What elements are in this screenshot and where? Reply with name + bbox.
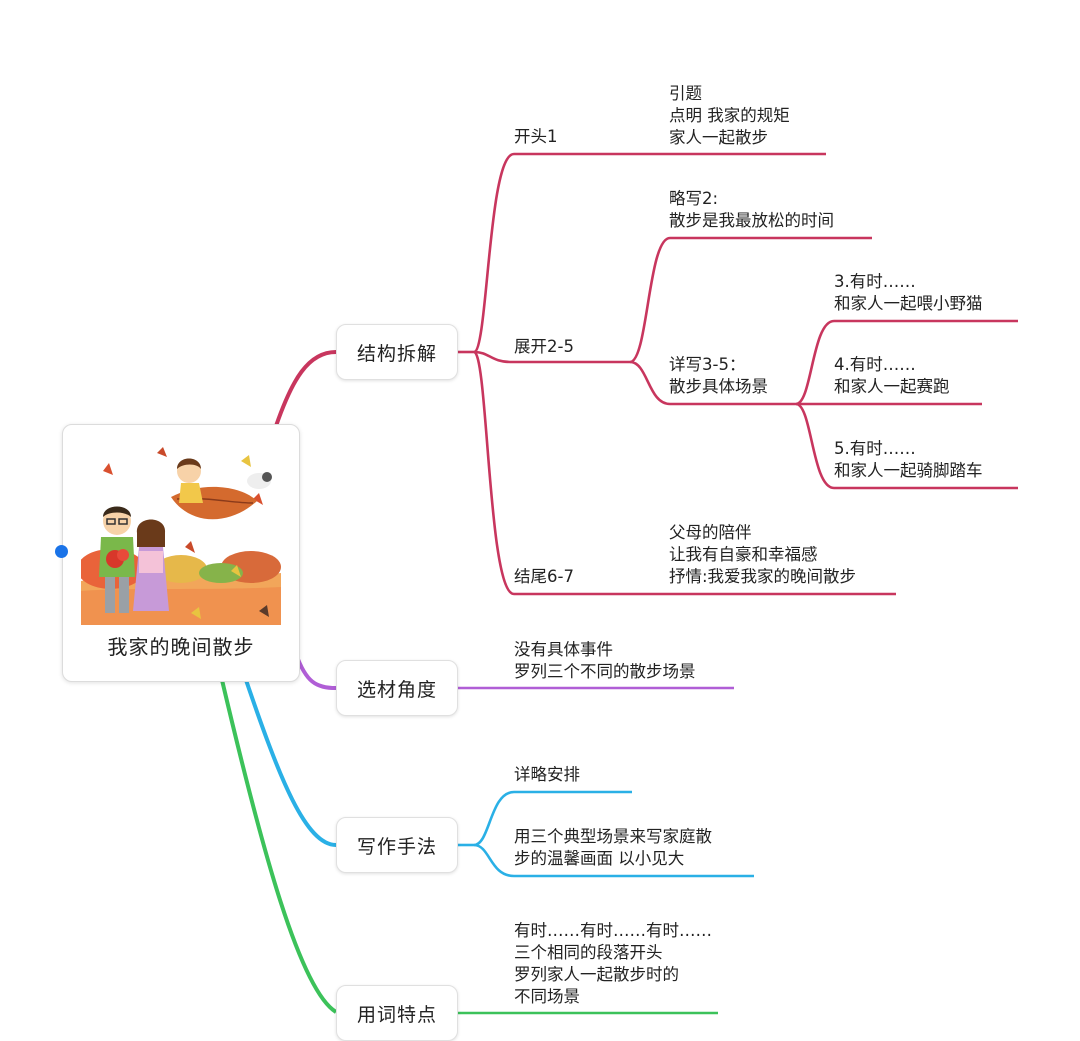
text-line: 父母的陪伴 xyxy=(669,523,752,542)
branch-technique-label: 写作手法 xyxy=(356,835,437,858)
text-line: 用三个典型场景来写家庭散 xyxy=(514,827,712,846)
connector-root-material xyxy=(294,653,337,690)
node-brief[interactable]: 略写2: 散步是我最放松的时间 xyxy=(669,188,834,232)
branch-wording[interactable]: 用词特点 xyxy=(336,985,458,1041)
branch-material-label: 选材角度 xyxy=(356,678,437,701)
text-line: 罗列家人一起散步时的 xyxy=(514,965,679,984)
node-body[interactable]: 展开2-5 xyxy=(514,336,574,358)
connector-lines xyxy=(220,152,1018,1015)
text-line: 3.有时…… xyxy=(834,272,916,291)
node-wording-detail[interactable]: 有时……有时……有时…… 三个相同的段落开头 罗列家人一起散步时的 不同场景 xyxy=(514,920,712,1008)
node-opening-detail[interactable]: 引题 点明 我家的规矩 家人一起散步 xyxy=(669,83,790,149)
node-opening[interactable]: 开头1 xyxy=(514,126,558,148)
node-scene-4[interactable]: 4.有时…… 和家人一起赛跑 xyxy=(834,354,950,398)
text-line: 让我有自豪和幸福感 xyxy=(669,545,818,564)
node-scene-3[interactable]: 3.有时…… 和家人一起喂小野猫 xyxy=(834,271,983,315)
node-ending[interactable]: 结尾6-7 xyxy=(514,566,574,588)
node-opening-label: 开头1 xyxy=(514,127,558,146)
branch-structure-label: 结构拆解 xyxy=(356,342,437,365)
text-line: 和家人一起喂小野猫 xyxy=(834,294,983,313)
node-ending-detail[interactable]: 父母的陪伴 让我有自豪和幸福感 抒情:我爱我家的晚间散步 xyxy=(669,522,856,588)
text-line: 散步具体场景 xyxy=(669,377,768,396)
family-illustration xyxy=(81,441,281,625)
root-title: 我家的晚间散步 xyxy=(107,635,255,659)
branch-technique[interactable]: 写作手法 xyxy=(336,817,458,873)
node-technique-1[interactable]: 详略安排 xyxy=(514,764,580,786)
text-line: 散步是我最放松的时间 xyxy=(669,211,834,230)
text-line: 略写2: xyxy=(669,189,719,208)
structure-connectors xyxy=(458,152,1018,596)
text-line: 抒情:我爱我家的晚间散步 xyxy=(669,567,857,586)
node-scene-5[interactable]: 5.有时…… 和家人一起骑脚踏车 xyxy=(834,438,983,482)
text-line: 5.有时…… xyxy=(834,439,916,458)
text-line: 有时……有时……有时…… xyxy=(514,921,712,940)
node-ending-label: 结尾6-7 xyxy=(514,567,574,586)
text-line: 和家人一起赛跑 xyxy=(834,377,950,396)
branch-structure[interactable]: 结构拆解 xyxy=(336,324,458,380)
collapse-handle[interactable] xyxy=(55,545,68,558)
node-technique-2[interactable]: 用三个典型场景来写家庭散 步的温馨画面 以小见大 xyxy=(514,826,712,870)
connector-root-wording xyxy=(220,679,338,1014)
text-line: 三个相同的段落开头 xyxy=(514,943,663,962)
node-detailed[interactable]: 详写3-5： 散步具体场景 xyxy=(669,354,768,398)
text-line: 引题 xyxy=(669,84,702,103)
branch-material[interactable]: 选材角度 xyxy=(336,660,458,716)
root-node[interactable]: 我家的晚间散步 xyxy=(62,424,300,682)
technique-connectors xyxy=(458,790,754,878)
text-line: 详略安排 xyxy=(514,765,580,784)
node-material-detail[interactable]: 没有具体事件 罗列三个不同的散步场景 xyxy=(514,639,696,683)
branch-wording-label: 用词特点 xyxy=(356,1003,437,1026)
text-line: 和家人一起骑脚踏车 xyxy=(834,461,983,480)
text-line: 详写3-5： xyxy=(669,355,746,374)
text-line: 步的温馨画面 以小见大 xyxy=(514,849,685,868)
text-line: 4.有时…… xyxy=(834,355,916,374)
text-line: 家人一起散步 xyxy=(669,128,768,147)
node-body-label: 展开2-5 xyxy=(514,337,574,356)
connector-root-technique xyxy=(244,679,337,847)
connector-root-structure xyxy=(274,350,337,427)
text-line: 不同场景 xyxy=(514,987,580,1006)
text-line: 点明 我家的规矩 xyxy=(669,106,790,125)
text-line: 罗列三个不同的散步场景 xyxy=(514,662,696,681)
mind-map: 我家的晚间散步 结构拆解 选材角度 写作手法 用词特点 开头1 引题 点明 我家… xyxy=(55,83,1018,1041)
text-line: 没有具体事件 xyxy=(514,640,613,659)
